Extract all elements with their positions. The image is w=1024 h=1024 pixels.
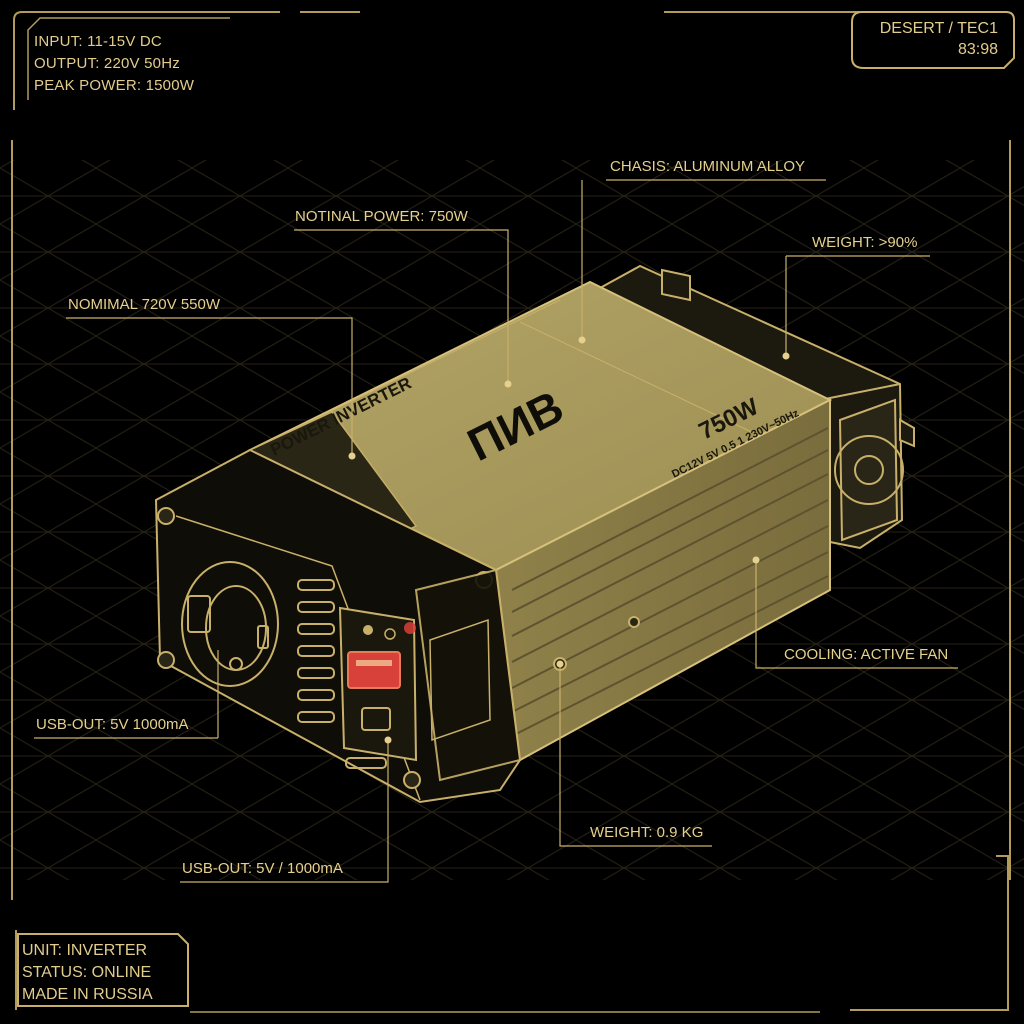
spec-input: INPUT: 11-15V DC: [34, 33, 162, 50]
callout-dots: [348, 336, 790, 744]
callout-usb-out-2: USB-OUT: 5V / 1000mA: [182, 860, 343, 877]
spec-peak-power: PEAK POWER: 1500W: [34, 77, 195, 94]
tag-line-2: 83:98: [957, 41, 998, 58]
callout-chassis: CHASIS: ALUMINUM ALLOY: [610, 158, 806, 175]
callout-notinal-power: NOTINAL POWER: 750W: [295, 208, 468, 225]
status-origin: MADE IN RUSSIA: [22, 986, 153, 1003]
inverter-device: [154, 264, 915, 804]
callout-weight-percent: WEIGHT: >90%: [812, 234, 918, 251]
status-panel: UNIT: INVERTER STATUS: ONLINE MADE IN RU…: [22, 940, 153, 1006]
tag-box-frame: [851, 11, 1015, 69]
callout-usb-out-1: USB-OUT: 5V 1000mA: [36, 716, 189, 733]
spec-panel-frame: [27, 17, 230, 100]
usb-port: [361, 707, 391, 731]
callout-leaders: [34, 179, 958, 883]
status-box-frame: [17, 933, 189, 1007]
tag-box: DESERT / TEC1 83:98: [870, 18, 998, 60]
callout-weight-kg: WEIGHT: 0.9 KG: [590, 824, 704, 841]
callout-cooling: COOLING: ACTIVE FAN: [784, 646, 949, 663]
spec-panel: INPUT: 11-15V DC OUTPUT: 220V 50Hz PEAK …: [34, 31, 194, 97]
ac-socket: [181, 561, 279, 687]
callout-nomimal: NOMIMAL 720V 550W: [68, 296, 220, 313]
status-online: STATUS: ONLINE: [22, 964, 152, 981]
tag-line-1: DESERT / TEC1: [879, 20, 998, 37]
status-unit: UNIT: INVERTER: [22, 942, 148, 959]
usb-port-red: [347, 651, 401, 689]
hud-frame: [11, 11, 1011, 1013]
front-vent-slots: [297, 579, 387, 769]
spec-output: OUTPUT: 220V 50Hz: [34, 55, 180, 72]
control-module: [338, 606, 418, 762]
